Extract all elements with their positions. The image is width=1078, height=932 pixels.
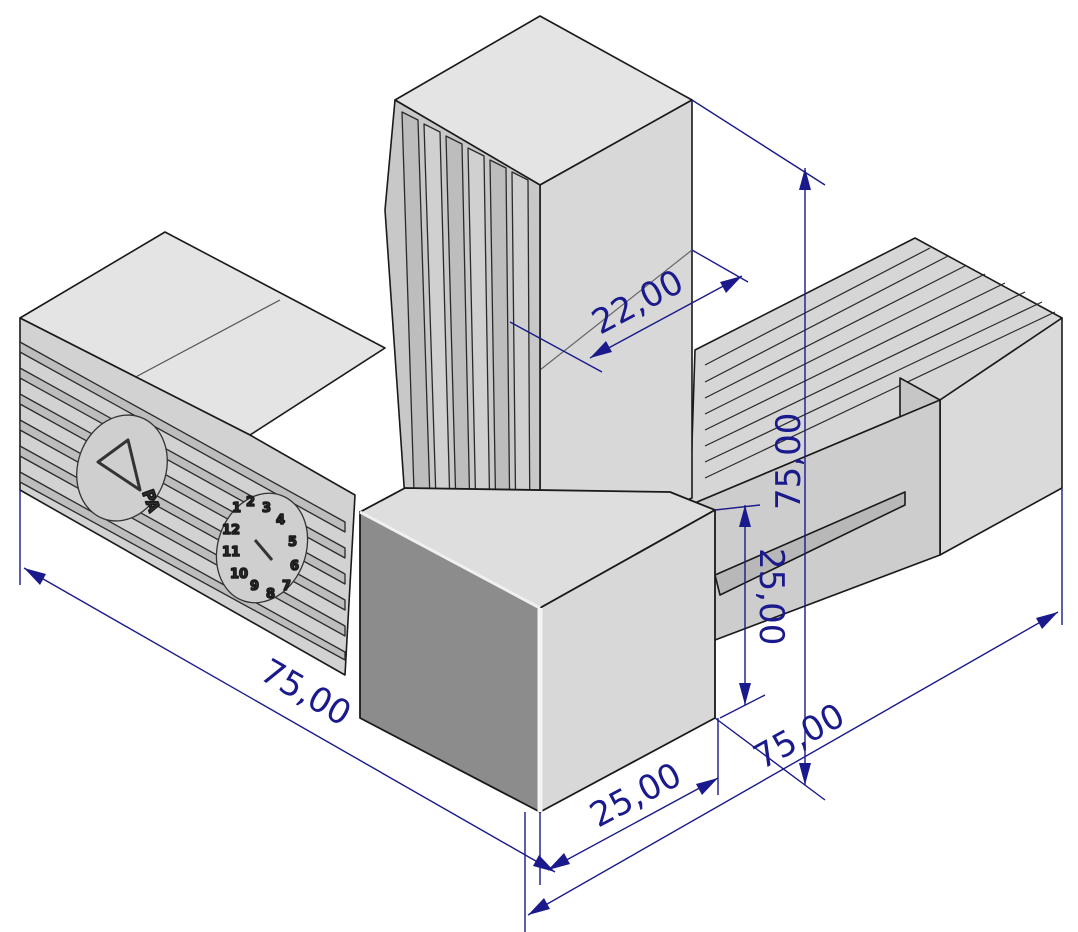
date-digit: 12 — [222, 523, 240, 538]
dimension-cube-height: 25,00 — [751, 548, 791, 645]
date-digit: 7 — [282, 579, 291, 594]
date-wheel-arrow — [253, 539, 274, 561]
date-digit: 3 — [262, 501, 271, 516]
date-digit: 9 — [250, 579, 259, 594]
date-digit: 8 — [266, 587, 275, 602]
date-digit: 11 — [222, 545, 240, 560]
right-arm-ribs — [704, 247, 1056, 479]
recycle-emblem: PA — [76, 414, 168, 522]
dimension-lines — [19, 99, 1063, 932]
vertical-arm — [384, 15, 693, 561]
date-digit: 10 — [230, 567, 248, 582]
left-arm: PA 1 2 3 4 5 6 7 8 9 10 11 12 — [19, 231, 386, 676]
date-digit: 1 — [232, 501, 241, 516]
date-digit: 2 — [246, 495, 255, 510]
date-wheel-emblem: 1 2 3 4 5 6 7 8 9 10 11 12 — [215, 492, 309, 604]
dimension-width-right: 75,00 — [747, 696, 852, 778]
date-digit: 6 — [290, 559, 299, 574]
date-wheel-digits: 1 2 3 4 5 6 7 8 9 10 11 12 — [221, 494, 300, 603]
dimension-height: 75,00 — [769, 413, 809, 510]
right-arm — [689, 237, 1063, 641]
vertical-arm-ribs — [401, 111, 531, 549]
date-digit: 5 — [288, 535, 297, 550]
date-digit: 4 — [276, 513, 285, 528]
dimension-arrows — [24, 168, 1058, 915]
